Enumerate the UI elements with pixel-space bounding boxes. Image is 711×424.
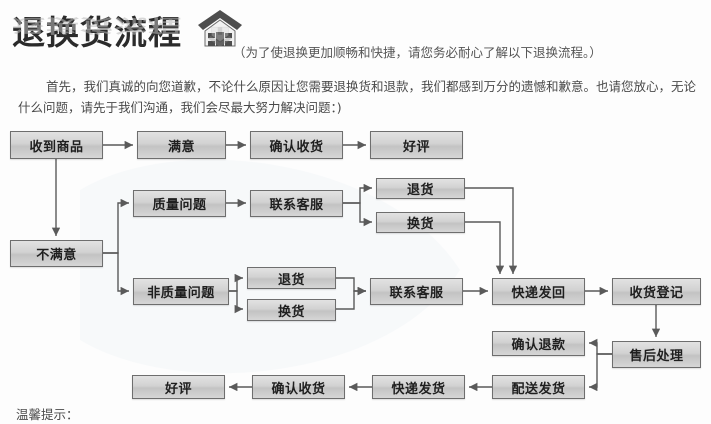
node-exchange-quality[interactable]: 换货 bbox=[376, 212, 465, 233]
page-header: 退换货流程 退换货流程 （为了使退换更加顺畅和快捷，请您务必耐心了解以下退换流程… bbox=[0, 0, 711, 68]
node-confirm-receipt-top[interactable]: 确认收货 bbox=[250, 131, 343, 159]
node-nonquality-issue[interactable]: 非质量问题 bbox=[133, 278, 229, 305]
node-confirm-refund[interactable]: 确认退款 bbox=[492, 331, 585, 356]
node-return-nonquality[interactable]: 退货 bbox=[247, 267, 336, 289]
house-icon bbox=[198, 10, 242, 47]
node-dispatch-shipment[interactable]: 配送发货 bbox=[492, 375, 585, 399]
node-exchange-nonquality[interactable]: 换货 bbox=[247, 299, 336, 321]
node-contact-service-quality[interactable]: 联系客服 bbox=[250, 190, 343, 217]
house-icon-reflection bbox=[207, 26, 233, 47]
node-received[interactable]: 收到商品 bbox=[10, 131, 103, 159]
node-courier-shipment[interactable]: 快递发货 bbox=[372, 375, 465, 399]
node-receipt-registration[interactable]: 收货登记 bbox=[612, 278, 701, 305]
node-confirm-receipt-bottom[interactable]: 确认收货 bbox=[252, 375, 345, 399]
node-return-quality[interactable]: 退货 bbox=[376, 178, 465, 199]
node-unsatisfied[interactable]: 不满意 bbox=[10, 240, 103, 267]
node-praise-top[interactable]: 好评 bbox=[370, 131, 463, 159]
node-contact-service-nonquality[interactable]: 联系客服 bbox=[370, 278, 463, 305]
node-praise-bottom[interactable]: 好评 bbox=[132, 375, 225, 399]
intro-text: 首先，我们真诚的向您道歉，不论什么原因让您需要退换货和退款，我们都感到万分的遗憾… bbox=[18, 79, 697, 115]
node-satisfied[interactable]: 满意 bbox=[137, 131, 226, 159]
page-title: 退换货流程 bbox=[12, 13, 182, 52]
node-ship-back[interactable]: 快递发回 bbox=[492, 278, 585, 305]
page-subtitle: （为了使退换更加顺畅和快捷，请您务必耐心了解以下退换流程。） bbox=[233, 45, 602, 60]
warm-tip-label: 温馨提示： bbox=[16, 407, 79, 422]
intro-paragraph: 首先，我们真诚的向您道歉，不论什么原因让您需要退换货和退款，我们都感到万分的遗憾… bbox=[18, 76, 696, 118]
node-quality-issue[interactable]: 质量问题 bbox=[133, 190, 226, 217]
node-aftersale-processing[interactable]: 售后处理 bbox=[612, 341, 701, 368]
